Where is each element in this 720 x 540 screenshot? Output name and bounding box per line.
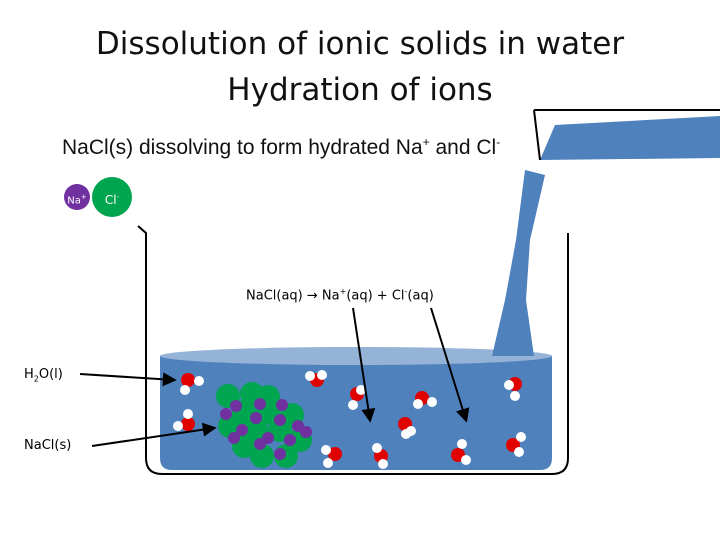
water-molecule <box>305 370 327 387</box>
salt-bag-edge <box>533 109 541 161</box>
equation-na: Na <box>317 288 340 304</box>
water-body <box>160 356 552 470</box>
title-line-2: Hydration of ions <box>227 72 493 108</box>
equation-cl: (aq) + Cl <box>346 288 405 304</box>
water-molecule <box>180 373 204 395</box>
label-water: H2O(l) <box>24 367 63 384</box>
label-nacl: NaCl(s) <box>24 438 72 453</box>
legend-cl-ion: Cl- <box>92 177 132 217</box>
equation-na-charge: + <box>339 287 347 296</box>
arrow-to-water <box>79 372 177 387</box>
beaker <box>137 225 569 475</box>
water-molecule <box>398 417 416 439</box>
water-molecule <box>506 432 526 457</box>
label-water-sub: 2 <box>33 374 39 384</box>
equation-arrow: → <box>306 288 318 304</box>
arrow-to-na-ion <box>352 307 376 423</box>
water-molecule <box>348 385 366 410</box>
pour-stream <box>492 170 545 356</box>
legend-cl-charge: - <box>116 193 120 201</box>
water-molecule <box>451 439 471 465</box>
arrow-to-cl-ion <box>430 307 470 423</box>
legend-na-charge: + <box>80 193 87 201</box>
label-water-h: H <box>24 367 34 382</box>
nacl-crystal <box>216 382 312 468</box>
legend-na-ion: Na+ <box>64 184 90 210</box>
subtitle-main: NaCl(s) dissolving to form hydrated Na <box>62 136 423 159</box>
subtitle-cl-charge: - <box>496 135 501 149</box>
water-molecule <box>413 391 437 409</box>
water-surface <box>160 347 552 365</box>
arrow-to-crystal <box>91 422 217 447</box>
water-molecule <box>321 445 342 468</box>
water-molecule <box>372 443 388 469</box>
legend-cl-label: Cl <box>104 193 117 207</box>
water-molecule <box>173 409 195 431</box>
equation-cl-charge: - <box>404 287 408 296</box>
legend-na-label: Na <box>67 195 81 207</box>
salt-bag <box>540 116 720 160</box>
equation-aq: (aq) <box>407 288 434 304</box>
label-water-o: O(l) <box>38 367 63 382</box>
subtitle-mid: and Cl <box>429 136 497 159</box>
subtitle-na-charge: + <box>422 135 430 149</box>
dissociation-equation: NaCl(aq) → Na+(aq) + Cl-(aq) <box>246 287 434 303</box>
subtitle: NaCl(s) dissolving to form hydrated Na+ … <box>62 135 500 160</box>
title-line-1: Dissolution of ionic solids in water <box>95 26 625 62</box>
equation-reactant: NaCl(aq) <box>246 288 307 304</box>
water-molecule <box>504 377 522 401</box>
